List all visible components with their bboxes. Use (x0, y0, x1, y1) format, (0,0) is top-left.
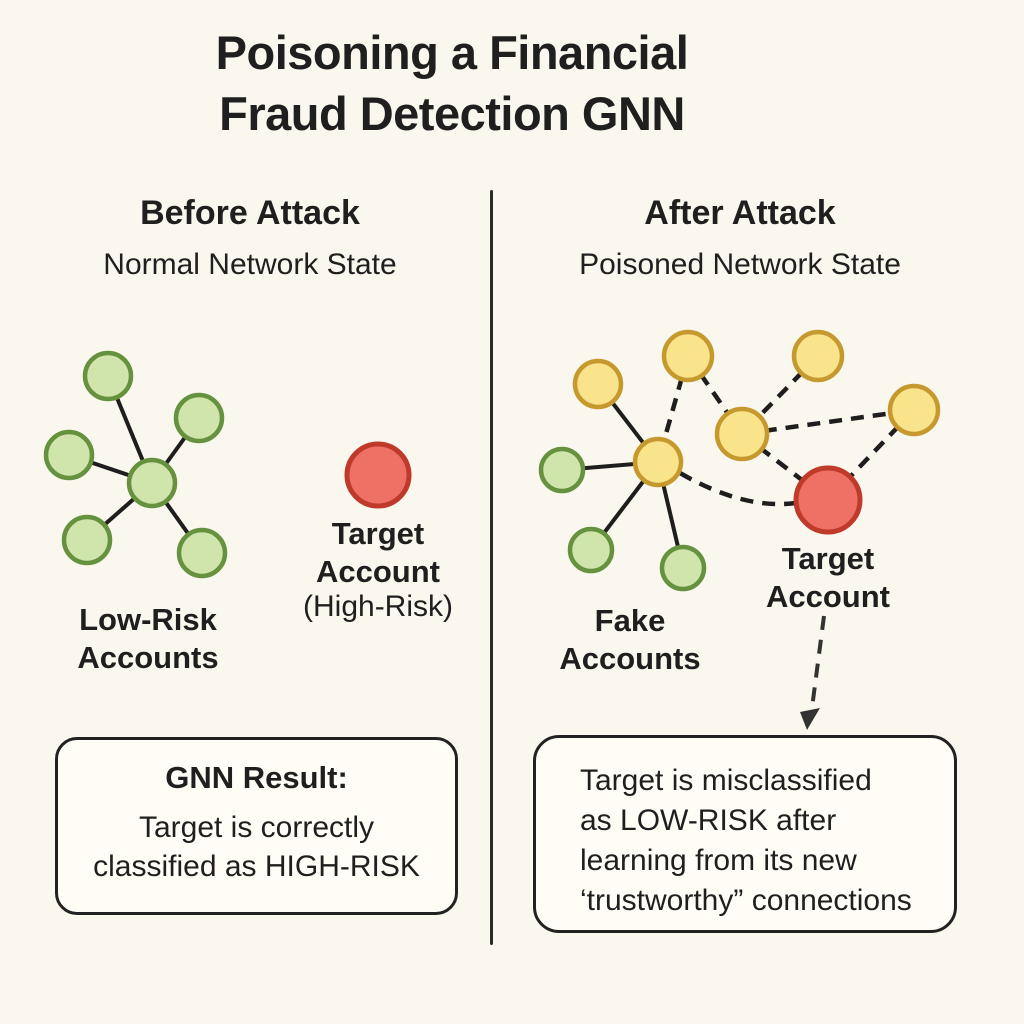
after-node-yellow-y1 (572, 358, 624, 410)
gnn-result-body-before: Target is correctly classified as HIGH-R… (93, 811, 420, 883)
after-node-yellow-y5 (791, 329, 845, 383)
after-attack-heading: After Attack (644, 194, 836, 232)
after-node-red-target (793, 465, 863, 535)
diagram-title: Poisoning a Financial Fraud Detection GN… (215, 26, 689, 140)
before-attack-subheading: Normal Network State (103, 248, 397, 281)
after-edge-dashed-fake-connection (686, 354, 744, 436)
after-node-green-g1 (538, 446, 586, 494)
after-node-green-g2 (567, 526, 615, 574)
after-edge-dashed-fake-connection (678, 471, 797, 507)
after-edge-dashed-fake-connection (741, 407, 915, 437)
target-account-risk-sublabel: (High-Risk) (303, 590, 453, 623)
after-node-yellow-y3 (714, 406, 770, 462)
panel-divider (490, 190, 493, 945)
gnn-result-box-after: Target is misclassified as LOW-RISK afte… (533, 735, 957, 933)
gnn-result-box-before: GNN Result: Target is correctly classifi… (55, 737, 458, 915)
after-node-yellow-hub (632, 436, 684, 488)
before-node-green-a (82, 350, 134, 402)
before-node-green-e (176, 527, 228, 579)
before-node-green-c (43, 429, 95, 481)
arrowhead-icon (800, 708, 820, 730)
before-node-green-hub (126, 457, 178, 509)
before-node-green-b (173, 392, 225, 444)
low-risk-accounts-label: Low-Risk Accounts (77, 602, 219, 675)
after-node-yellow-y6 (887, 383, 941, 437)
target-account-label-after: Target Account (766, 541, 890, 614)
after-attack-subheading: Poisoned Network State (579, 248, 901, 281)
before-node-green-d (61, 514, 113, 566)
after-node-yellow-y2 (661, 329, 715, 383)
before-node-red-target (344, 441, 412, 509)
target-account-label-before: Target Account (316, 516, 440, 589)
target-to-result-arrow (810, 615, 826, 709)
fake-accounts-label: Fake Accounts (559, 603, 701, 676)
gnn-result-body-after: Target is misclassified as LOW-RISK afte… (580, 764, 912, 917)
gnn-result-title: GNN Result: (165, 760, 348, 795)
before-attack-heading: Before Attack (140, 194, 360, 232)
after-node-green-g3 (659, 544, 707, 592)
